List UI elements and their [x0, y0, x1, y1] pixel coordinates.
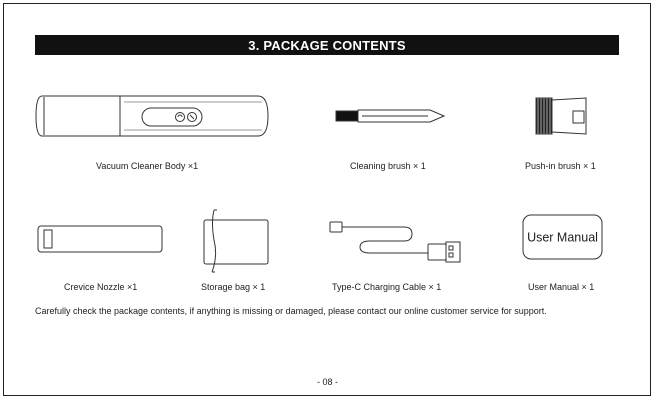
- section-title-bar: 3. PACKAGE CONTENTS: [35, 35, 619, 55]
- push-in-brush-illustration: [535, 97, 587, 135]
- caption-storage-bag: Storage bag × 1: [201, 282, 266, 292]
- section-title: 3. PACKAGE CONTENTS: [248, 37, 406, 53]
- storage-bag-illustration: [203, 209, 269, 273]
- vacuum-body-illustration: [35, 95, 269, 137]
- charging-cable-illustration: [329, 221, 461, 263]
- crevice-nozzle-illustration: [37, 225, 163, 253]
- package-check-note: Carefully check the package contents, if…: [35, 306, 547, 316]
- manual-cover-text: User Manual: [527, 231, 598, 245]
- page-border: [3, 3, 651, 396]
- caption-push-in-brush: Push-in brush × 1: [525, 161, 596, 171]
- page-number: - 08 -: [316, 377, 338, 387]
- caption-cleaning-brush: Cleaning brush × 1: [350, 161, 426, 171]
- user-manual-illustration: User Manual: [522, 214, 603, 260]
- cleaning-brush-illustration: [335, 109, 446, 123]
- caption-user-manual: User Manual × 1: [528, 282, 595, 292]
- caption-charging-cable: Type-C Charging Cable × 1: [332, 282, 442, 292]
- caption-crevice-nozzle: Crevice Nozzle ×1: [64, 282, 138, 292]
- caption-vacuum-body: Vacuum Cleaner Body ×1: [96, 161, 199, 171]
